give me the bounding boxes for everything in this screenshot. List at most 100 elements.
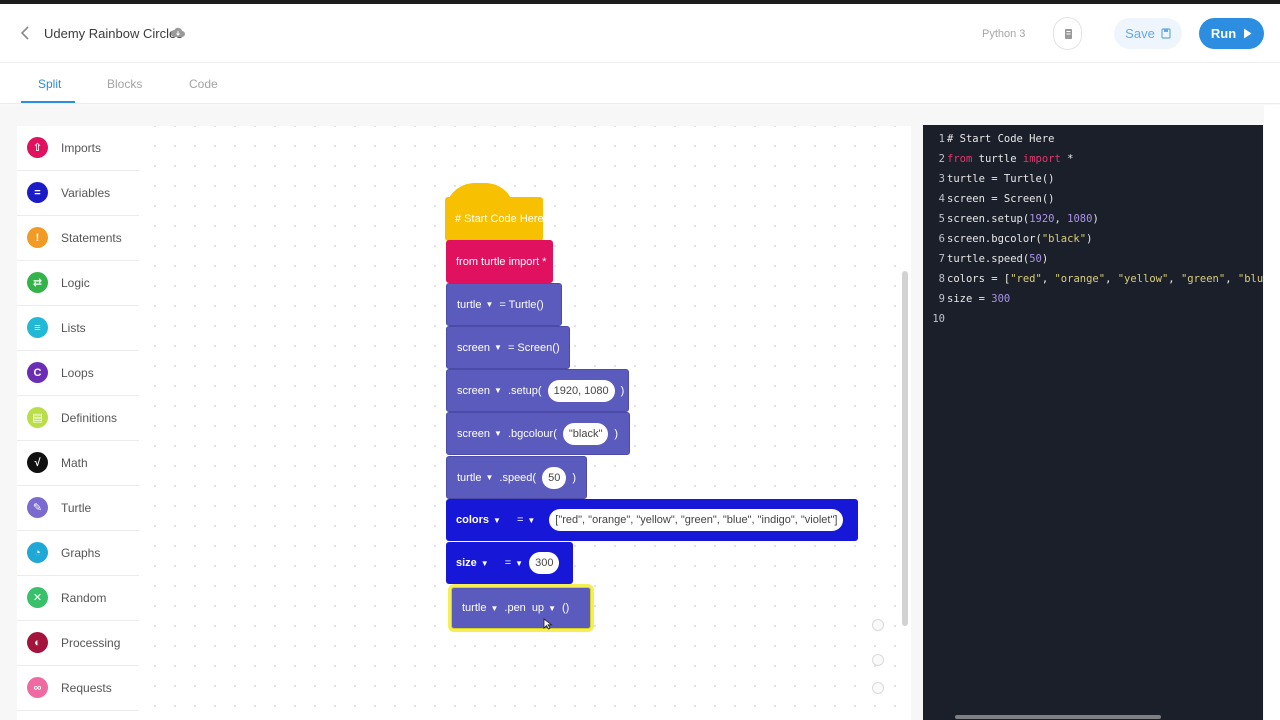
dropdown-arrow-icon: ▼ (494, 343, 502, 352)
palette-item-random[interactable]: ✕Random (17, 576, 139, 621)
equals-icon: = (27, 182, 48, 203)
processing-icon: ◐ (27, 632, 48, 653)
pen-method: .pen (504, 602, 526, 614)
variable-dropdown[interactable]: screen▼ (457, 384, 502, 397)
turtle-speed-block[interactable]: turtle▼ .speed( 50 ) (446, 456, 587, 499)
code-line-1: 1# Start Code Here (938, 133, 1055, 145)
pen-close: () (561, 602, 570, 614)
operator-dropdown[interactable]: =▼ (516, 514, 536, 526)
header: Udemy Rainbow Circles Python 3 Save Run (0, 4, 1280, 62)
setup-args-input[interactable]: 1920, 1080 (547, 379, 615, 402)
palette-item-lists[interactable]: ≡Lists (17, 306, 139, 351)
tab-blocks[interactable]: Blocks (107, 77, 143, 91)
palette-item-imports[interactable]: ⇧Imports (17, 126, 139, 171)
palette-item-loops[interactable]: C Loops (17, 351, 139, 396)
back-arrow-icon[interactable] (18, 23, 34, 43)
run-button[interactable]: Run (1199, 18, 1264, 49)
screen-bgcolour-block[interactable]: screen▼ .bgcolour( "black" ) (446, 412, 630, 455)
shuffle-icon: ✕ (27, 587, 48, 608)
import-block[interactable]: from turtle import * (446, 240, 553, 283)
dropdown-arrow-icon: ▼ (485, 473, 494, 482)
palette-item-label: Loops (61, 366, 94, 380)
palette-item-variables[interactable]: =Variables (17, 171, 139, 216)
palette-item-label: Graphs (61, 546, 101, 560)
code-line-10: 10 (932, 313, 945, 325)
tab-code[interactable]: Code (189, 77, 218, 91)
palette-item-processing[interactable]: ◐ Processing (17, 621, 139, 666)
top-border (0, 0, 1280, 4)
operator-dropdown[interactable]: =▼ (504, 557, 524, 569)
bgcolour-close: ) (614, 427, 619, 440)
palette-item-math[interactable]: √Math (17, 441, 139, 486)
mouse-cursor-icon (543, 618, 553, 630)
bgcolour-arg-input[interactable]: "black" (562, 422, 609, 445)
start-code-block[interactable]: # Start Code Here (445, 197, 544, 241)
save-button[interactable]: Save (1114, 18, 1182, 49)
code-horizontal-scrollbar[interactable] (955, 715, 1161, 719)
variable-dropdown[interactable]: colors▼ (456, 514, 501, 526)
upload-icon: ⇧ (27, 137, 48, 158)
colors-assign-block[interactable]: colors▼ =▼ ["red", "orange", "yellow", "… (446, 499, 858, 541)
project-title[interactable]: Udemy Rainbow Circles (44, 26, 183, 41)
run-label: Run (1210, 26, 1237, 41)
definition-icon: ▤ (27, 407, 48, 428)
import-label: from turtle import * (456, 255, 547, 268)
palette-item-label: Processing (61, 636, 121, 650)
pen-option-dropdown[interactable]: up▼ (531, 602, 556, 614)
document-icon (1065, 29, 1072, 39)
right-margin (1264, 105, 1280, 720)
dropdown-arrow-icon: ▼ (515, 558, 524, 568)
tab-split[interactable]: Split (38, 77, 62, 91)
project-settings-button[interactable] (1053, 17, 1082, 50)
palette-item-requests[interactable]: ∞Requests (17, 666, 139, 711)
setup-method: .setup( (507, 384, 542, 397)
variable-dropdown[interactable]: screen▼ (457, 341, 502, 354)
pie-chart-icon: ◔ (27, 542, 48, 563)
zoom-out-icon[interactable] (872, 682, 884, 694)
view-tabs: Split Blocks Code (0, 62, 1280, 104)
variable-dropdown[interactable]: turtle▼ (457, 298, 494, 311)
size-value-input[interactable]: 300 (529, 552, 560, 574)
palette-item-label: Statements (61, 231, 122, 245)
cloud-sync-icon (170, 27, 185, 37)
dropdown-arrow-icon: ▼ (493, 515, 501, 525)
palette-item-turtle[interactable]: ✎Turtle (17, 486, 139, 531)
dropdown-arrow-icon: ▼ (494, 429, 502, 438)
zoom-in-icon[interactable] (872, 654, 884, 666)
palette-item-definitions[interactable]: ▤Definitions (17, 396, 139, 441)
language-label[interactable]: Python 3 (982, 28, 1026, 40)
workspace-scrollbar[interactable] (902, 271, 908, 626)
screen-setup-block[interactable]: screen▼ .setup( 1920, 1080 ) (446, 369, 629, 412)
speed-close: ) (572, 471, 577, 484)
size-assign-block[interactable]: size▼ =▼ 300 (446, 542, 573, 584)
palette-item-statements[interactable]: !Statements (17, 216, 139, 261)
palette-item-label: Logic (61, 276, 90, 290)
turtle-assign-block[interactable]: turtle▼ = Turtle() (446, 283, 562, 326)
turtle-constructor: = Turtle() (499, 298, 544, 311)
palette-item-logic[interactable]: ⇄Logic (17, 261, 139, 306)
link-icon: ∞ (27, 677, 48, 698)
variable-dropdown[interactable]: size▼ (456, 557, 489, 569)
active-tab-indicator (21, 101, 75, 103)
speed-method: .speed( (499, 471, 537, 484)
palette-item-label: Turtle (61, 501, 92, 515)
loop-icon: C (27, 362, 48, 383)
colors-list-input[interactable]: ["red", "orange", "yellow", "green", "bl… (549, 509, 844, 531)
list-icon: ≡ (27, 317, 48, 338)
palette-item-graphs[interactable]: ◔ Graphs (17, 531, 139, 576)
variable-dropdown[interactable]: turtle▼ (462, 602, 499, 614)
variable-dropdown[interactable]: screen▼ (457, 427, 502, 440)
variable-dropdown[interactable]: turtle▼ (457, 471, 494, 484)
turtle-pen-block[interactable]: turtle▼ .pen up▼ () (451, 587, 591, 629)
reset-zoom-icon[interactable] (872, 619, 884, 631)
screen-assign-block[interactable]: screen▼ = Screen() (446, 326, 570, 369)
block-palette: ⇧Imports=Variables!Statements⇄Logic≡List… (17, 126, 139, 720)
start-code-label: # Start Code Here (455, 213, 544, 225)
speed-arg-input[interactable]: 50 (542, 466, 567, 489)
